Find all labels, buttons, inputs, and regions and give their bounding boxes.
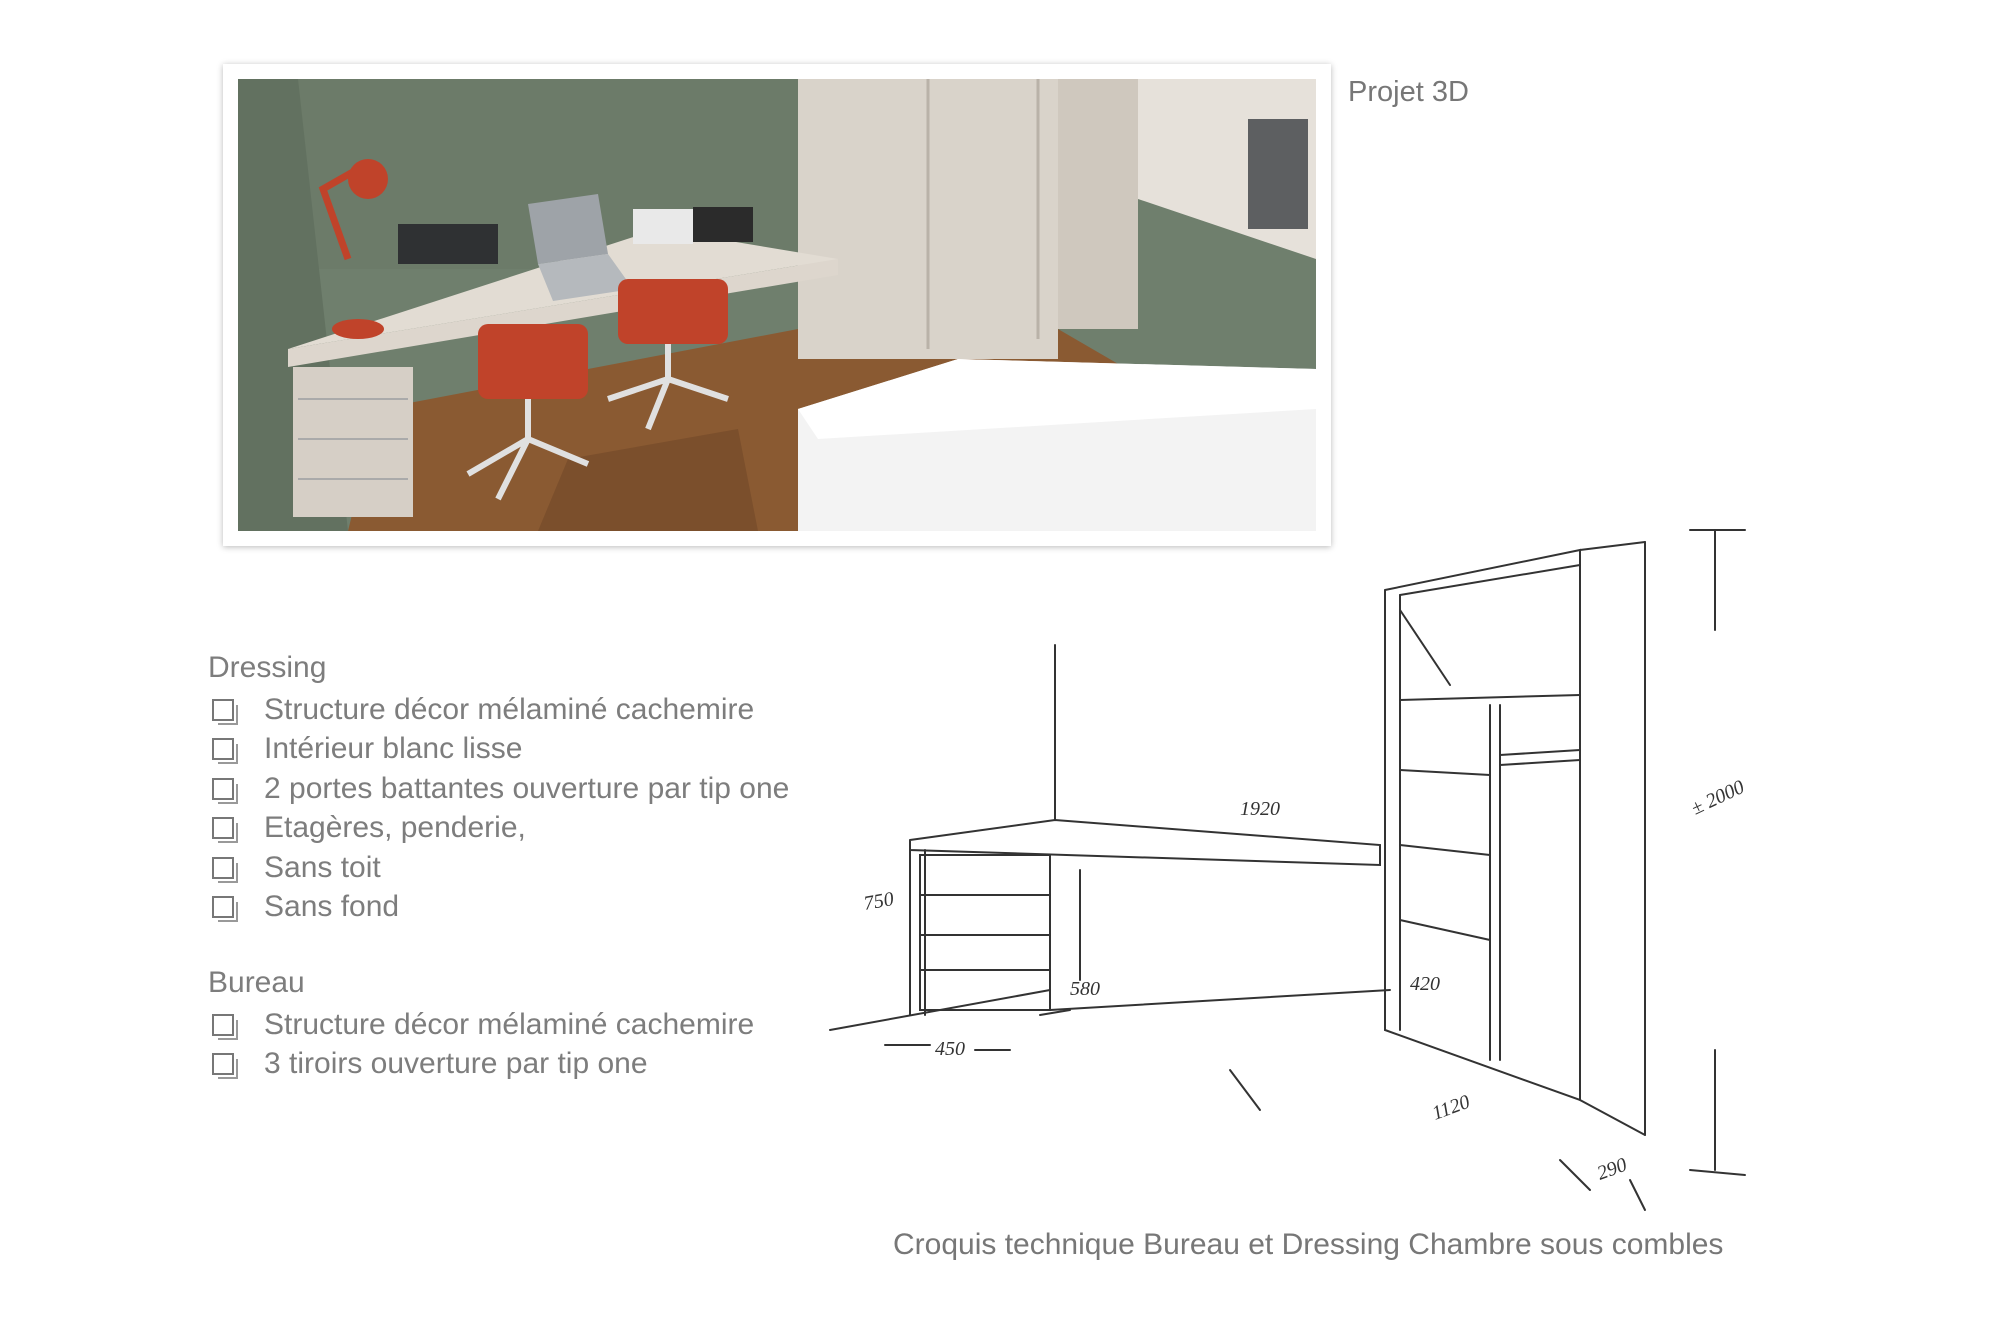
checkbox-icon — [212, 856, 238, 883]
dressing-title: Dressing — [208, 651, 327, 684]
dim-wardrobe-depth: 290 — [1594, 1154, 1630, 1185]
checkbox-icon — [212, 777, 238, 804]
dim-inner-depth: 420 — [1410, 973, 1440, 995]
checkbox-icon — [212, 896, 238, 923]
render-frame — [223, 64, 1331, 546]
bureau-title: Bureau — [208, 966, 305, 999]
dim-wardrobe-width: 1120 — [1429, 1091, 1473, 1125]
render-3d-image — [238, 79, 1316, 531]
checkbox-icon — [212, 738, 238, 765]
checkbox-icon — [212, 817, 238, 844]
list-item: Sans fond — [208, 888, 848, 928]
dim-desk-length: 1920 — [1240, 798, 1280, 820]
checkbox-icon — [212, 1013, 238, 1040]
list-item: 3 tiroirs ouverture par tip one — [208, 1045, 848, 1085]
checkbox-icon — [212, 1053, 238, 1080]
dim-desk-depth: 580 — [1070, 978, 1100, 1000]
bureau-list: Structure décor mélaminé cachemire 3 tir… — [208, 1005, 848, 1084]
list-item: Structure décor mélaminé cachemire — [208, 1005, 848, 1045]
list-item: Etagères, penderie, — [208, 809, 848, 849]
list-item: 2 portes battantes ouverture par tip one — [208, 769, 848, 809]
list-item: Sans toit — [208, 848, 848, 888]
sketch-caption: Croquis technique Bureau et Dressing Cha… — [893, 1228, 1724, 1261]
checkbox-icon — [212, 698, 238, 725]
dim-drawer-width: 450 — [935, 1038, 965, 1060]
sketch-drawing: 1920 750 580 450 420 1120 290 ± 2000 — [829, 529, 1748, 1211]
technical-sketch: 1920 750 580 450 420 1120 290 ± 2000 — [810, 470, 1870, 1240]
list-item: Structure décor mélaminé cachemire — [208, 690, 848, 730]
dressing-list: Structure décor mélaminé cachemire Intér… — [208, 690, 848, 927]
render-label: Projet 3D — [1348, 76, 1469, 108]
list-item: Intérieur blanc lisse — [208, 730, 848, 770]
dim-desk-height: 750 — [862, 888, 895, 915]
dim-wardrobe-height: ± 2000 — [1688, 776, 1748, 820]
specifications: Dressing Structure décor mélaminé cachem… — [208, 650, 848, 1084]
